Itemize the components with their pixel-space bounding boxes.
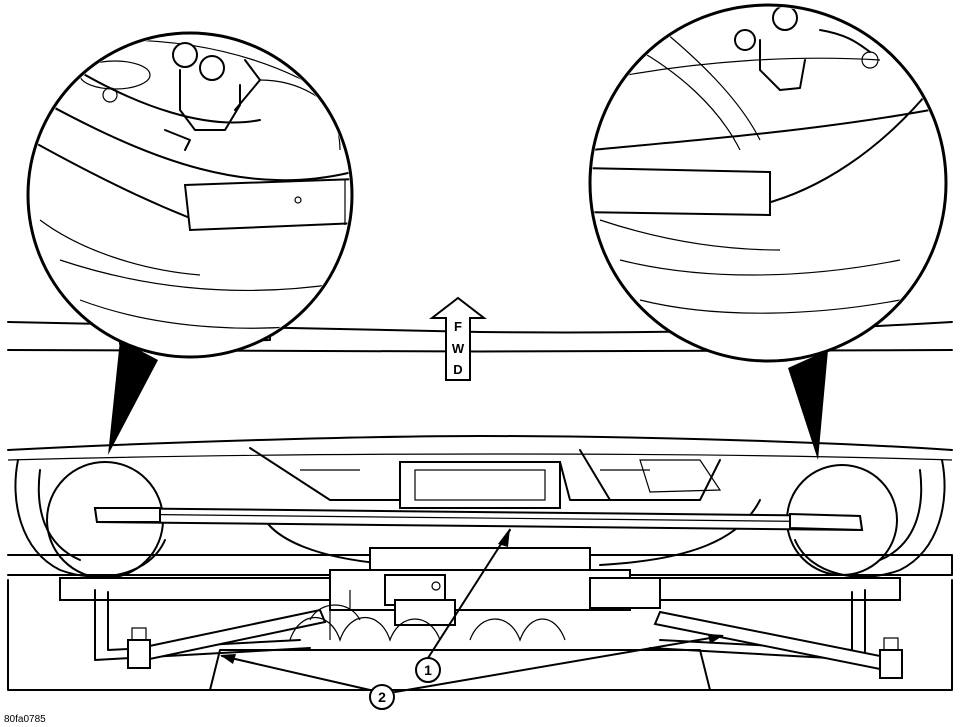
detail-circle-left	[26, 31, 354, 455]
fwd-arrow: F W D	[429, 296, 487, 381]
fwd-letter-f: F	[454, 319, 462, 334]
detail-circle-right	[588, 3, 948, 460]
crossmember	[93, 506, 864, 532]
leader-lines	[220, 528, 724, 693]
callout-2: 2	[369, 684, 395, 710]
figure-code: 80fa0785	[4, 714, 46, 725]
callout-2-label: 2	[378, 689, 386, 705]
fwd-letter-w: W	[452, 341, 465, 356]
callout-1-label: 1	[424, 662, 432, 678]
fwd-letter-d: D	[453, 362, 462, 377]
lift-platform	[7, 547, 953, 691]
callout-1: 1	[415, 657, 441, 683]
